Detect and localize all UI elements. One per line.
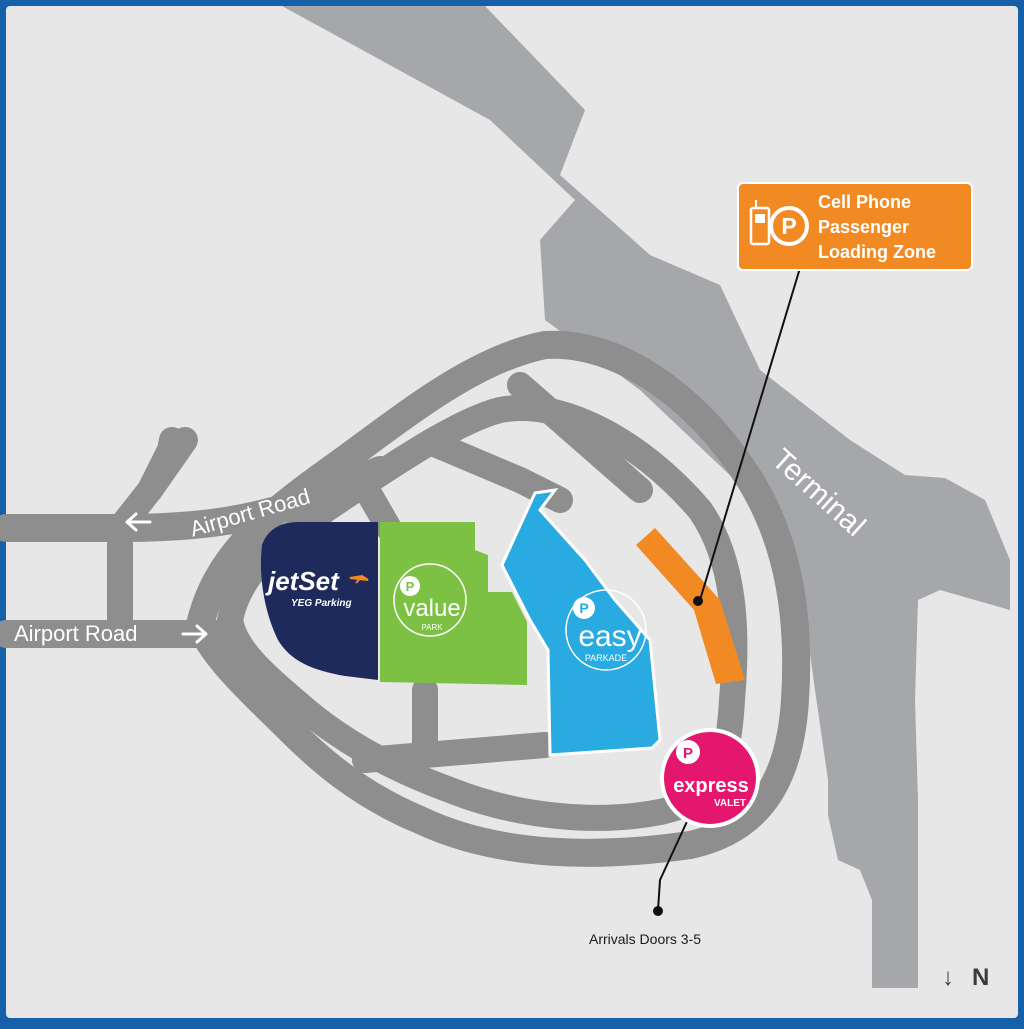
svg-text:P: P xyxy=(406,579,415,594)
easy-parkade-lot xyxy=(500,487,662,757)
cell-zone-line3: Loading Zone xyxy=(818,242,936,262)
parking-icon xyxy=(400,576,420,596)
plane-icon xyxy=(349,574,369,584)
jetset-logo: jetSet YEG Parking xyxy=(265,566,369,609)
arrow-left-icon xyxy=(125,512,152,532)
north-indicator: ↓ N xyxy=(942,964,989,991)
cell-zone-leader-line xyxy=(699,267,801,601)
value-park-subtitle: PARK xyxy=(421,623,443,632)
express-valet-subtitle: VALET xyxy=(714,798,746,809)
arrow-right-icon xyxy=(181,624,208,644)
terminal-building xyxy=(282,6,1010,988)
jetset-subtitle: YEG Parking xyxy=(291,598,352,609)
cell-phone-zone-callout: P Cell Phone Passenger Loading Zone xyxy=(737,182,973,271)
north-arrow-icon: ↓ xyxy=(942,964,954,991)
arrivals-doors-label: Arrivals Doors 3-5 xyxy=(589,931,701,947)
arrivals-marker xyxy=(653,906,663,916)
parking-icon xyxy=(769,206,809,246)
arrivals-leader-line xyxy=(657,814,691,911)
parking-icon xyxy=(573,597,595,619)
cell-zone-line2: Passenger xyxy=(818,217,909,237)
svg-text:P: P xyxy=(781,213,796,239)
cell-phone-zone-area xyxy=(636,528,745,684)
value-park-name: value xyxy=(403,595,460,622)
parking-icon xyxy=(676,740,700,764)
cell-zone-line1: Cell Phone xyxy=(818,192,911,212)
jetset-name: jetSet xyxy=(265,566,340,596)
easy-parkade-logo: P easy PARKADE xyxy=(565,589,647,671)
easy-parkade-subtitle: PARKADE xyxy=(585,653,627,663)
svg-text:P: P xyxy=(683,745,693,762)
svg-text:P: P xyxy=(579,600,588,616)
express-valet-name: express xyxy=(673,775,749,797)
cell-zone-marker xyxy=(693,596,703,606)
road-network xyxy=(0,330,811,867)
lower-road-name: Airport Road xyxy=(14,621,138,646)
easy-parkade-name: easy xyxy=(578,620,641,653)
value-park-logo: P value PARK xyxy=(393,563,467,637)
value-park-lot xyxy=(380,522,527,685)
jetset-lot xyxy=(260,522,378,680)
express-valet-badge: P express VALET xyxy=(660,728,760,828)
north-label: N xyxy=(972,964,989,991)
